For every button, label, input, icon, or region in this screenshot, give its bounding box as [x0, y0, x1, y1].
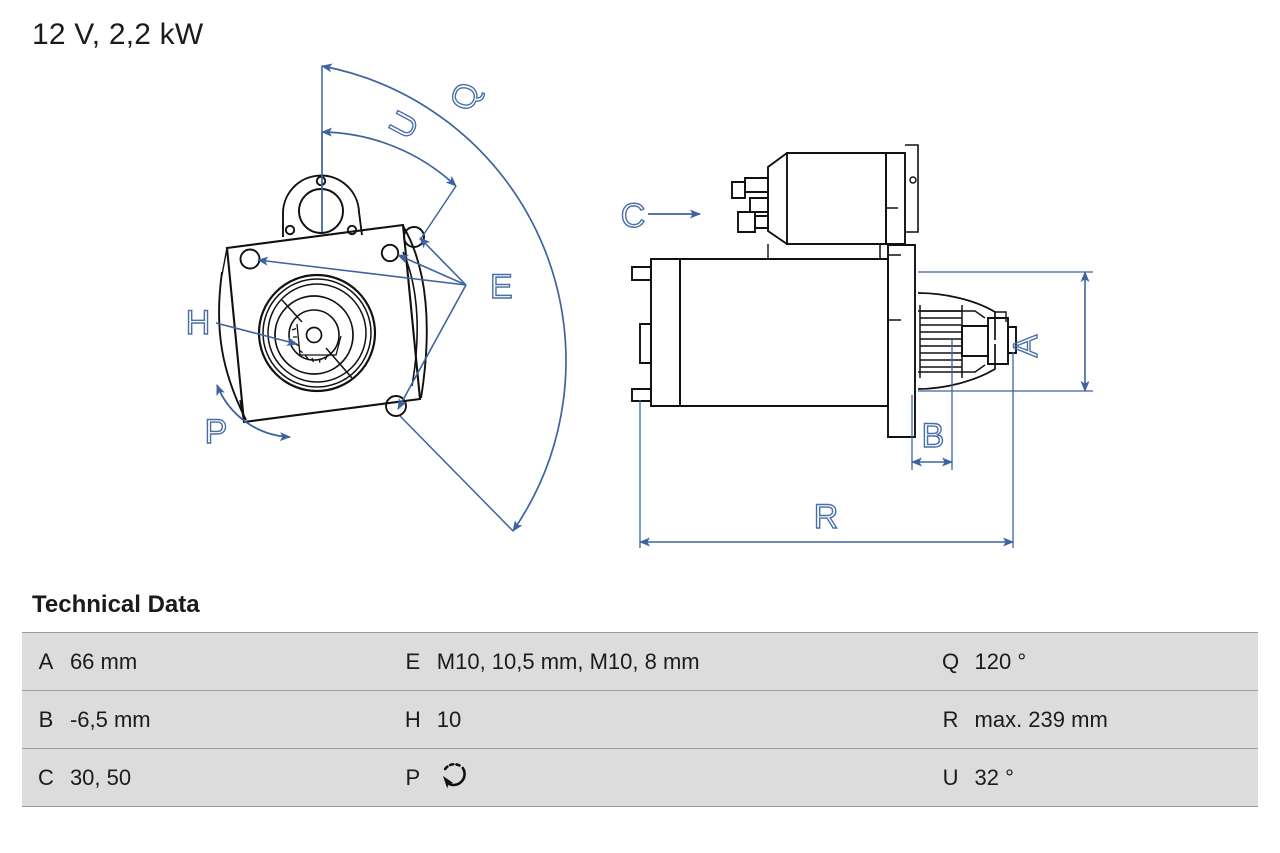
r-dimension	[639, 352, 1014, 548]
solenoid-terminal-1b	[731, 181, 746, 199]
cell-value-b: -6,5 mm	[69, 690, 389, 749]
table-row: A 66 mm E M10, 10,5 mm, M10, 8 mm Q 120 …	[22, 632, 1258, 691]
drive-cover-seam-top	[918, 310, 986, 319]
q-radial-bottom	[399, 415, 514, 532]
pinion-outer-circle	[274, 295, 354, 375]
flange-plate	[225, 223, 422, 424]
label-b: B	[922, 417, 945, 455]
label-e: E	[490, 268, 513, 306]
solenoid-terminal-2	[749, 197, 769, 213]
label-c: C	[621, 197, 646, 235]
shaft-tip	[1007, 326, 1017, 354]
cell-value-r: max. 239 mm	[974, 690, 1258, 749]
solenoid-terminal-3	[737, 211, 756, 233]
e-leader-4	[397, 284, 467, 410]
table-row: C 30, 50 P U 32 °	[22, 748, 1258, 807]
cell-value-c: 30, 50	[69, 748, 389, 807]
h-leader-line	[215, 322, 298, 346]
drive-housing-ring2	[262, 278, 372, 388]
counterclockwise-rotation-icon	[437, 758, 471, 798]
p-arc	[216, 384, 291, 442]
cell-key-a: A	[22, 632, 70, 691]
rear-tab-bottom	[631, 388, 652, 402]
solenoid-left-cone	[767, 152, 788, 245]
cell-value-p	[436, 748, 927, 807]
mounting-hole-upper-right	[403, 226, 425, 248]
e-leader-lines	[257, 237, 467, 410]
label-q: Q	[443, 78, 487, 115]
side-view-outline	[631, 144, 1017, 438]
side-view-group: C A B	[620, 144, 1093, 548]
cell-key-h: H	[388, 690, 437, 749]
drive-cover-lip	[995, 311, 1007, 322]
cell-key-c: C	[22, 748, 70, 807]
cell-key-b: B	[22, 690, 70, 749]
label-r: R	[814, 498, 839, 536]
mounting-hole-upper-left	[239, 248, 261, 270]
solenoid-terminal-1	[744, 177, 769, 193]
pinion-section-lines	[281, 299, 353, 379]
u-angular-dimension	[321, 127, 457, 241]
u-arc	[321, 127, 457, 187]
pinion-root-circle	[288, 309, 340, 361]
label-u: U	[382, 105, 427, 145]
rear-connector	[639, 323, 652, 364]
page-title: 12 V, 2,2 kW	[32, 18, 204, 51]
bracket-top-tab	[905, 144, 919, 233]
cell-value-a: 66 mm	[69, 632, 389, 691]
bracket-top-hole	[909, 176, 917, 184]
front-view-outline	[218, 174, 428, 424]
drive-housing-ring3	[267, 283, 367, 383]
housing-inner-profile	[402, 251, 418, 387]
drive-cover-lower	[917, 344, 996, 390]
a-dimension	[918, 271, 1093, 392]
cell-value-h: 10	[436, 690, 927, 749]
rear-tab-top	[631, 266, 652, 281]
technical-data-table: A 66 mm E M10, 10,5 mm, M10, 8 mm Q 120 …	[22, 632, 1258, 807]
q-arc	[321, 63, 567, 532]
bracket-small-hole-top	[315, 175, 327, 187]
shaft-center-hole	[305, 326, 323, 344]
starter-motor-drawings: Q U E	[185, 63, 1093, 548]
e-leader-1	[257, 256, 467, 286]
b-dimension	[911, 340, 953, 470]
solenoid-terminal-3b	[754, 215, 769, 229]
bracket-small-hole-left	[284, 224, 296, 236]
shaft-end-block	[987, 317, 1009, 365]
mounting-hole-upper-mid	[380, 243, 400, 263]
drive-cover-seam-bot	[918, 364, 986, 373]
solenoid-body	[786, 152, 887, 245]
label-h: H	[186, 304, 211, 342]
p-rotation-arrow	[216, 384, 291, 442]
mounting-flange-side	[887, 244, 916, 438]
u-radial-side	[419, 185, 457, 241]
shaft-sleeve	[961, 325, 989, 357]
cell-value-u: 32 °	[974, 748, 1258, 807]
label-p: P	[205, 413, 228, 451]
cell-key-q: Q	[926, 632, 975, 691]
front-view-group: Q U E	[185, 63, 567, 532]
cell-key-u: U	[926, 748, 975, 807]
drawing-area: Q U E	[185, 63, 1093, 548]
cell-value-q: 120 °	[974, 632, 1258, 691]
solenoid-rear-plate	[885, 152, 906, 245]
motor-body	[650, 258, 889, 407]
e-leader-2	[397, 254, 467, 286]
table-row: B -6,5 mm H 10 R max. 239 mm	[22, 690, 1258, 749]
cell-key-p: P	[388, 748, 437, 807]
cell-value-e: M10, 10,5 mm, M10, 8 mm	[436, 632, 927, 691]
technical-data-heading: Technical Data	[32, 591, 200, 618]
drive-cover-upper	[917, 292, 996, 340]
e-leader-3	[419, 237, 467, 286]
cell-key-r: R	[926, 690, 975, 749]
h-leader	[215, 322, 298, 346]
bracket-center-hole	[298, 188, 344, 234]
pinion-gear-teeth	[919, 305, 963, 378]
cell-key-e: E	[388, 632, 437, 691]
